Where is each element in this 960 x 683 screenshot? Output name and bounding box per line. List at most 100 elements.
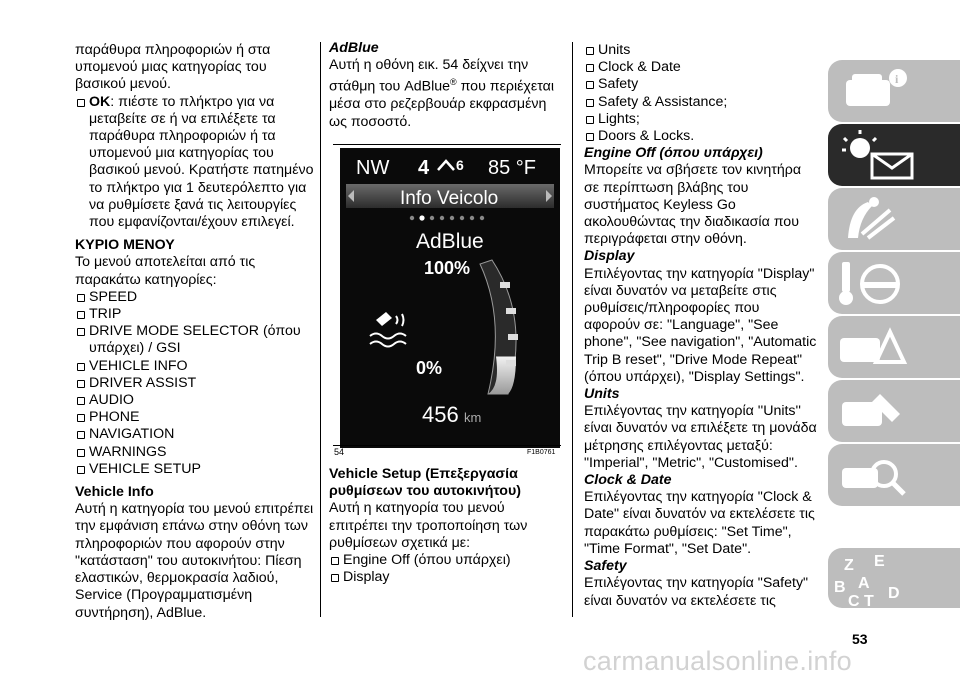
list-item: Safety xyxy=(584,76,818,93)
checkbox-bullet-icon xyxy=(586,64,594,73)
vehicle-setup-heading: Vehicle Setup (Επεξεργασία ρυθμίσεων του… xyxy=(329,466,521,500)
prev-arrow-icon xyxy=(348,190,354,202)
warning-light-message-icon xyxy=(842,130,914,180)
svg-text:E: E xyxy=(874,553,885,570)
ok-item: OK: πιέστε το πλήκτρο για να μεταβείτε σ… xyxy=(75,94,315,232)
list-item: Doors & Locks. xyxy=(584,128,818,145)
engine-off-text: Μπορείτε να σβήσετε τον κινητήρα σε περί… xyxy=(584,162,802,248)
gear-indicator: 4 xyxy=(418,157,430,179)
intro-text: παράθυρα πληροφοριών ή στα υπομενού μιας… xyxy=(75,42,271,93)
checkbox-bullet-icon xyxy=(586,115,594,124)
chapter-tab-technical-data[interactable] xyxy=(828,444,960,506)
list-item: AUDIO xyxy=(75,392,315,409)
checkbox-bullet-icon xyxy=(77,379,85,388)
list-item: Lights; xyxy=(584,111,818,128)
seat-airbag-icon xyxy=(848,197,896,240)
list-item: Engine Off (όπου υπάρχει) xyxy=(329,552,561,569)
adblue-heading: AdBlue xyxy=(329,40,379,56)
list-item: TRIP xyxy=(75,306,315,323)
checkbox-bullet-icon xyxy=(77,431,85,440)
cluster-screen: NW 4 6 85 °F 4 Info Veicolo AdBlue 100% … xyxy=(346,157,554,427)
adblue-icon xyxy=(369,312,407,348)
column-2: AdBlue Αυτή η οθόνη εικ. 54 δείχνει την … xyxy=(329,40,561,131)
checkbox-bullet-icon xyxy=(77,362,85,371)
checkbox-bullet-icon xyxy=(77,465,85,474)
checkbox-bullet-icon xyxy=(77,98,85,107)
checkbox-bullet-icon xyxy=(77,397,85,406)
checkbox-bullet-icon xyxy=(77,311,85,320)
checkbox-bullet-icon xyxy=(586,133,594,142)
range-unit: km xyxy=(464,410,481,425)
column-3: Units Clock & Date Safety Safety & Assis… xyxy=(584,42,818,610)
screen-title: Info Veicolo xyxy=(400,188,498,209)
chapter-tab-safety[interactable] xyxy=(828,188,960,250)
safety-heading: Safety xyxy=(584,558,627,575)
gauge-max-label: 100% xyxy=(424,258,470,278)
checkbox-bullet-icon xyxy=(586,47,594,55)
clock-date-heading: Clock & Date xyxy=(584,472,672,489)
gauge-ticks xyxy=(500,282,518,366)
list-item: Clock & Date xyxy=(584,59,818,76)
checkbox-bullet-icon xyxy=(77,328,85,337)
ok-text: : πιέστε το πλήκτρο για να μεταβείτε σε … xyxy=(89,93,314,231)
chapter-tab-maintenance[interactable] xyxy=(828,380,960,442)
checkbox-bullet-icon xyxy=(77,293,85,302)
car-service-icon xyxy=(842,394,900,426)
svg-text:A: A xyxy=(858,575,870,592)
list-item: PHONE xyxy=(75,409,315,426)
svg-text:B: B xyxy=(834,579,846,596)
upshift-icon xyxy=(437,159,455,171)
list-item: Display xyxy=(329,569,561,586)
main-menu-list: SPEED TRIP DRIVE MODE SELECTOR (όπου υπά… xyxy=(75,289,315,478)
safety-text: Επιλέγοντας την κατηγορία "Safety" είναι… xyxy=(584,575,809,609)
figure-number: 54 xyxy=(334,447,345,457)
chapter-tab-starting-driving[interactable] xyxy=(828,252,960,314)
column-divider xyxy=(572,42,573,617)
checkbox-bullet-icon xyxy=(77,414,85,423)
title-band xyxy=(346,184,554,208)
display-text: Επιλέγοντας την κατηγορία "Display" είνα… xyxy=(584,265,817,385)
main-menu-heading: ΚΥΡΙΟ ΜΕΝΟΥ xyxy=(75,237,175,254)
column-2-lower: Vehicle Setup (Επεξεργασία ρυθμίσεων του… xyxy=(329,466,561,586)
column-1: παράθυρα πληροφοριών ή στα υπομενού μιας… xyxy=(75,42,315,622)
list-item: DRIVE MODE SELECTOR (όπου υπάρχει) / GSI xyxy=(75,323,315,357)
clock-date-text: Επιλέγοντας την κατηγορία "Clock & Date"… xyxy=(584,489,815,557)
list-item: DRIVER ASSIST xyxy=(75,375,315,392)
car-specs-icon xyxy=(842,460,906,496)
page-number: 53 xyxy=(852,631,868,647)
vehicle-setup-text: Αυτή η κατηγορία του μενού επιτρέπει την… xyxy=(329,500,528,551)
chapter-tab-vehicle-knowledge[interactable]: i xyxy=(828,60,960,122)
list-item: SPEED xyxy=(75,289,315,306)
checkbox-bullet-icon xyxy=(586,81,594,90)
checkbox-bullet-icon xyxy=(331,574,339,583)
page-dots xyxy=(409,215,485,221)
figure-bottom-rule xyxy=(333,445,561,446)
display-heading: Display xyxy=(584,248,635,265)
adblue-text: Αυτή η οθόνη εικ. 54 δείχνει την στάθμη … xyxy=(329,57,554,130)
vehicle-info-heading: Vehicle Info xyxy=(75,484,154,501)
watermark: carmanualsonline.info xyxy=(583,646,852,676)
figure-code: F1B0761 xyxy=(527,449,556,456)
list-item: NAVIGATION xyxy=(75,426,315,443)
list-item: Safety & Assistance; xyxy=(584,94,818,111)
vehicle-info-text: Αυτή η κατηγορία του μενού επιτρέπει την… xyxy=(75,501,314,621)
compass-heading: NW xyxy=(356,157,389,179)
chapter-tab-dashboard[interactable] xyxy=(828,124,960,186)
chapter-tab-emergency[interactable] xyxy=(828,316,960,378)
svg-text:Z: Z xyxy=(844,557,854,574)
gauge-min-label: 0% xyxy=(416,358,442,378)
suggested-gear: 6 xyxy=(456,157,464,173)
svg-text:C: C xyxy=(848,593,860,608)
svg-text:i: i xyxy=(895,72,899,86)
svg-text:T: T xyxy=(864,593,874,608)
list-item: WARNINGS xyxy=(75,444,315,461)
breakdown-warning-icon xyxy=(840,327,908,364)
next-arrow-icon xyxy=(546,190,552,202)
screen-subtitle: AdBlue xyxy=(416,230,484,253)
outside-temperature: 85 °F xyxy=(488,157,536,179)
checkbox-bullet-icon xyxy=(586,98,594,107)
svg-text:D: D xyxy=(888,585,900,602)
engine-off-heading: Engine Off (όπου υπάρχει) xyxy=(584,145,763,162)
